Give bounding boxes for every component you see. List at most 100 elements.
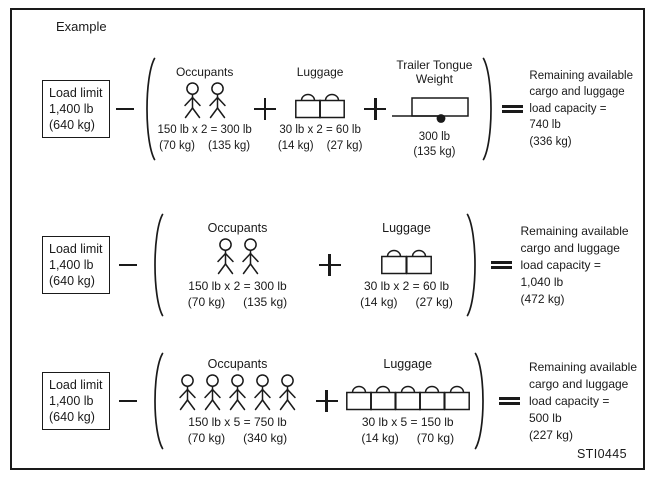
luggage-calculation: 30 lb x 5 = 150 lb bbox=[361, 414, 454, 429]
load-limit-box: Load limit 1,400 lb (640 kg) bbox=[42, 372, 110, 430]
luggage-group: Luggage 30 lb x 2 = 60 lb (14 kg) (27 kg… bbox=[352, 221, 462, 310]
result-text: Remaining available cargo and luggage lo… bbox=[521, 223, 629, 308]
occupants-kg-line: (70 kg) (340 kg) bbox=[188, 430, 287, 446]
load-limit-line1: Load limit bbox=[49, 378, 103, 392]
result-text: Remaining available cargo and luggage lo… bbox=[529, 359, 637, 444]
luggage-kg-line: (14 kg) (70 kg) bbox=[361, 430, 454, 446]
occupant-icons bbox=[213, 237, 263, 275]
calculation-row-3: Load limit 1,400 lb (640 kg) Occupants 1… bbox=[42, 338, 641, 464]
load-limit-line3: (640 kg) bbox=[49, 274, 95, 288]
load-limit-line3: (640 kg) bbox=[49, 410, 95, 424]
load-limit-box: Load limit 1,400 lb (640 kg) bbox=[42, 236, 110, 294]
open-bracket bbox=[153, 352, 163, 450]
occupants-values: 150 lb x 2 = 300 lb (70 kg) (135 kg) bbox=[188, 279, 287, 310]
result-line3: load capacity = bbox=[528, 393, 610, 408]
plus-operator bbox=[253, 98, 276, 120]
trailer-tongue-label: Trailer Tongue Weight bbox=[396, 58, 473, 86]
luggage-group: Luggage 30 lb x 5 = 150 lb (14 kg) (70 k… bbox=[345, 356, 470, 446]
occupants-kg-per: (70 kg) bbox=[159, 139, 195, 152]
luggage-calculation: 30 lb x 2 = 60 lb bbox=[363, 278, 450, 293]
occupants-kg-per: (70 kg) bbox=[187, 294, 226, 309]
figure-id: STI0445 bbox=[576, 447, 627, 461]
close-bracket bbox=[466, 213, 476, 317]
load-limit-line1: Load limit bbox=[49, 86, 103, 100]
occupants-group: Occupants 150 lb x 2 = 300 lb (70 kg) (1… bbox=[168, 221, 308, 310]
result-line4: 740 lb bbox=[529, 119, 561, 132]
occupants-calculation: 150 lb x 2 = 300 lb bbox=[157, 123, 252, 136]
luggage-kg-per: (14 kg) bbox=[361, 430, 399, 445]
occupants-kg-line: (70 kg) (135 kg) bbox=[159, 138, 250, 154]
result-line5: (472 kg) bbox=[520, 291, 565, 306]
occupant-icon bbox=[204, 373, 221, 410]
open-bracket bbox=[145, 57, 155, 161]
occupants-kg-per: (70 kg) bbox=[187, 430, 226, 445]
close-bracket bbox=[474, 352, 484, 450]
luggage-values: 30 lb x 2 = 60 lb (14 kg) (27 kg) bbox=[360, 279, 453, 310]
luggage-label: Luggage bbox=[383, 356, 433, 371]
close-bracket bbox=[483, 57, 493, 161]
result-line2: cargo and luggage bbox=[529, 86, 625, 99]
luggage-icon bbox=[319, 93, 346, 118]
occupants-label: Occupants bbox=[207, 356, 268, 371]
plus-operator bbox=[318, 254, 341, 276]
luggage-values: 30 lb x 2 = 60 lb (14 kg) (27 kg) bbox=[278, 123, 363, 154]
load-limit-line2: 1,400 lb bbox=[49, 258, 94, 272]
luggage-icon bbox=[381, 249, 408, 274]
occupants-kg-total: (135 kg) bbox=[207, 139, 251, 152]
trailer-icons bbox=[392, 88, 476, 126]
trailer-weight-kg: (135 kg) bbox=[413, 146, 456, 158]
example-label: Example bbox=[56, 19, 107, 34]
plus-operator bbox=[364, 98, 387, 120]
load-limit-line2: 1,400 lb bbox=[49, 394, 94, 408]
occupants-group: Occupants 150 lb x 5 = 750 lb (70 kg) (3… bbox=[168, 357, 308, 446]
occupants-label: Occupants bbox=[175, 64, 234, 79]
occupant-icon bbox=[208, 81, 226, 118]
open-bracket bbox=[153, 213, 163, 317]
luggage-icons bbox=[345, 373, 470, 411]
result-line4: 1,040 lb bbox=[520, 274, 564, 289]
luggage-icon bbox=[419, 385, 446, 410]
occupant-icon bbox=[254, 373, 271, 410]
result-line2: cargo and luggage bbox=[520, 240, 620, 255]
load-limit-line1: Load limit bbox=[49, 242, 103, 256]
result-line3: load capacity = bbox=[520, 257, 601, 272]
luggage-icon bbox=[443, 385, 470, 410]
result-line1: Remaining available bbox=[520, 223, 629, 238]
minus-operator bbox=[115, 107, 134, 111]
result-text: Remaining available cargo and luggage lo… bbox=[529, 68, 633, 151]
luggage-label: Luggage bbox=[382, 220, 431, 235]
occupants-kg-line: (70 kg) (135 kg) bbox=[188, 294, 287, 310]
luggage-group: Luggage 30 lb x 2 = 60 lb (14 kg) (27 kg… bbox=[278, 65, 363, 154]
luggage-icon bbox=[345, 385, 372, 410]
minus-operator bbox=[118, 263, 137, 267]
occupant-icons bbox=[175, 373, 300, 411]
figure-border: Example Load limit 1,400 lb (640 kg) Occ… bbox=[10, 8, 645, 470]
occupant-icon bbox=[216, 237, 234, 274]
luggage-kg-per: (14 kg) bbox=[360, 294, 398, 309]
result-line1: Remaining available bbox=[528, 359, 638, 374]
result-line5: (336 kg) bbox=[529, 135, 572, 148]
luggage-kg-total: (27 kg) bbox=[326, 139, 363, 152]
luggage-kg-line: (14 kg) (27 kg) bbox=[278, 138, 363, 154]
equals-operator bbox=[498, 395, 520, 408]
luggage-icons bbox=[381, 237, 432, 275]
luggage-kg-total: (27 kg) bbox=[415, 294, 453, 309]
occupant-icon bbox=[229, 373, 246, 410]
result-line3: load capacity = bbox=[529, 102, 607, 115]
luggage-kg-total: (70 kg) bbox=[416, 430, 455, 445]
occupant-icon bbox=[241, 237, 259, 274]
load-limit-line2: 1,400 lb bbox=[49, 102, 94, 116]
luggage-calculation: 30 lb x 2 = 60 lb bbox=[279, 123, 361, 136]
result-line4: 500 lb bbox=[528, 410, 562, 425]
luggage-kg-per: (14 kg) bbox=[277, 139, 314, 152]
equals-operator bbox=[490, 259, 512, 272]
occupants-kg-total: (135 kg) bbox=[243, 294, 288, 309]
luggage-icon bbox=[294, 93, 321, 118]
load-limit-box: Load limit 1,400 lb (640 kg) bbox=[42, 80, 110, 138]
luggage-kg-line: (14 kg) (27 kg) bbox=[360, 294, 453, 310]
result-line2: cargo and luggage bbox=[528, 376, 629, 391]
trailer-tongue-group: Trailer Tongue Weight 300 lb (135 kg) bbox=[388, 58, 480, 160]
occupants-calculation: 150 lb x 2 = 300 lb bbox=[188, 278, 287, 293]
luggage-label: Luggage bbox=[296, 64, 344, 79]
occupants-kg-total: (340 kg) bbox=[243, 430, 288, 445]
